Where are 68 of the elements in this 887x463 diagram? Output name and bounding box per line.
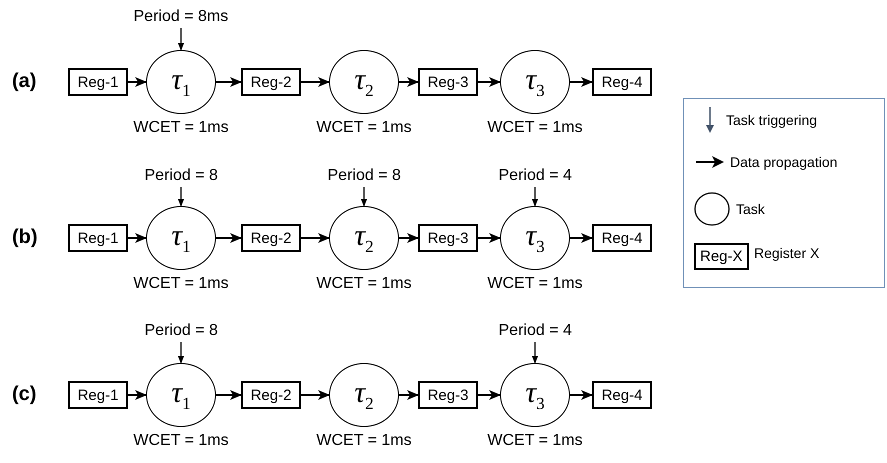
legend-text: Register X [754, 245, 820, 261]
data-arrow [570, 390, 593, 400]
task-symbol: τ$_{1}$ [171, 221, 191, 255]
wcet-text: WCET = 1ms [133, 432, 229, 450]
wcet-text: WCET = 1ms [487, 432, 583, 450]
trigger-arrow [178, 187, 184, 207]
register-sample: Reg-X [694, 243, 749, 270]
task-symbol: τ$_{2}$ [354, 65, 374, 99]
trigger-arrow [360, 187, 368, 207]
period-text: Period = 8 [144, 167, 218, 185]
task-symbol: τ$_{3}$ [525, 221, 545, 255]
data-arrow [399, 77, 419, 87]
trigger-arrow [532, 187, 538, 207]
data-arrow [128, 77, 147, 87]
register-box: Reg-1 [68, 224, 128, 252]
data-arrow [399, 390, 419, 400]
register-box: Reg-3 [418, 381, 478, 409]
data-arrow [216, 233, 242, 243]
task-symbol: τ$_{2}$ [354, 221, 374, 255]
wcet-text: WCET = 1ms [316, 432, 412, 450]
wcet-text: WCET = 1ms [487, 275, 583, 293]
register-box: Reg-3 [418, 68, 478, 96]
register-box: Reg-2 [241, 224, 301, 252]
register-box: Reg-4 [592, 224, 652, 252]
wcet-text: WCET = 1ms [133, 119, 229, 137]
period-text: Period = 8 [144, 322, 218, 340]
legend-text: Task triggering [726, 112, 818, 128]
data-arrow [570, 233, 593, 243]
period-text: Period = 8 [328, 167, 401, 185]
register-box: Reg-2 [241, 381, 301, 409]
row-label: (c) [12, 383, 36, 406]
register-box: Reg-1 [68, 381, 128, 409]
task-symbol: τ$_{3}$ [525, 65, 545, 99]
row-label: (a) [12, 70, 36, 93]
task-symbol: τ$_{2}$ [354, 378, 374, 412]
period-text: Period = 4 [498, 322, 572, 340]
data-arrow [478, 390, 501, 400]
task-symbol: τ$_{1}$ [171, 65, 191, 99]
register-box: Reg-2 [241, 68, 301, 96]
data-arrow [128, 390, 147, 400]
register-box: Reg-1 [68, 68, 128, 96]
trigger-arrow [532, 342, 538, 364]
register-box: Reg-4 [592, 381, 652, 409]
data-arrow [478, 77, 501, 87]
period-text: Period = 4 [498, 167, 572, 185]
row-label: (b) [12, 226, 38, 249]
data-arrow [570, 77, 593, 87]
data-arrow [301, 233, 330, 243]
trigger-arrow [178, 342, 184, 364]
legend-text: Data propagation [730, 154, 838, 170]
data-arrow [216, 77, 242, 87]
data-arrow [216, 390, 242, 400]
wcet-text: WCET = 1ms [133, 275, 229, 293]
data-arrow [399, 233, 419, 243]
wcet-text: WCET = 1ms [487, 119, 583, 137]
task-symbol: τ$_{1}$ [171, 378, 191, 412]
data-arrow [128, 233, 147, 243]
data-arrow [301, 390, 330, 400]
wcet-text: WCET = 1ms [316, 275, 412, 293]
legend-text: Task [736, 201, 765, 217]
trigger-arrow [178, 28, 184, 51]
register-box: Reg-4 [592, 68, 652, 96]
data-arrow [301, 77, 330, 87]
period-text: Period = 8ms [134, 8, 228, 26]
register-box: Reg-3 [418, 224, 478, 252]
task-symbol: τ$_{3}$ [525, 378, 545, 412]
data-arrow [478, 233, 501, 243]
wcet-text: WCET = 1ms [316, 119, 412, 137]
